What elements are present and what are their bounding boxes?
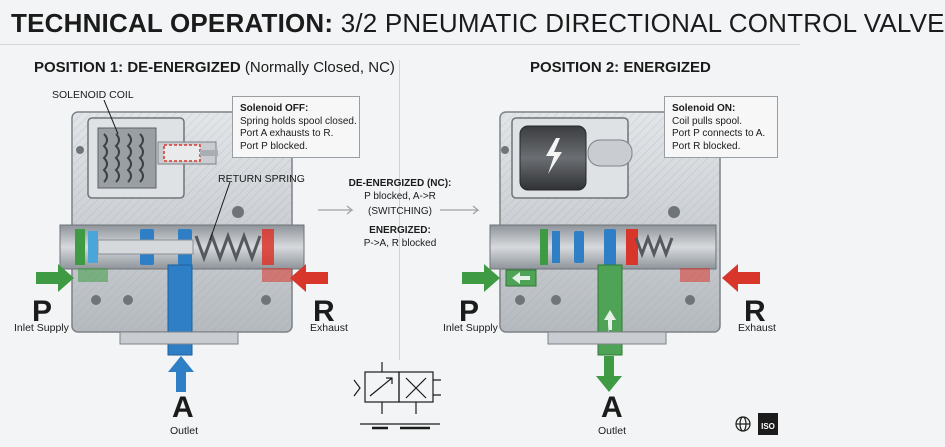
solenoid-leader	[103, 99, 119, 135]
arrow-r-right	[722, 264, 760, 292]
return-spring-label: RETURN SPRING	[218, 173, 305, 185]
note-right-line: Coil pulls spool.	[672, 115, 743, 127]
note-left-heading: Solenoid OFF:	[240, 103, 309, 114]
position2-heading-bold: POSITION 2: ENERGIZED	[530, 59, 711, 76]
arrow-a-left	[168, 356, 194, 392]
middle-switching: (SWITCHING)	[368, 206, 432, 217]
spool-land-right	[604, 229, 616, 265]
note-right: Solenoid ON: Coil pulls spool. Port P co…	[664, 96, 778, 158]
spool-seal-left-1	[75, 229, 85, 265]
arrow-p-right	[462, 264, 500, 292]
note-right-line: Port P connects to A.	[672, 128, 766, 139]
port-a-left-caption: Outlet	[170, 425, 199, 437]
return-spring-left	[194, 231, 262, 263]
svg-text:ISO: ISO	[761, 422, 775, 431]
spool-seal-left-2	[88, 231, 98, 263]
inlet-passage-left	[78, 268, 108, 282]
arrow-p-left	[36, 264, 74, 292]
spring-leader	[209, 181, 231, 241]
port-p-right-letter: P	[459, 295, 480, 328]
spool-bore-right	[489, 224, 717, 270]
solenoid-coil-label: SOLENOID COIL	[52, 89, 134, 101]
note-left: Solenoid OFF: Spring holds spool closed.…	[232, 96, 360, 158]
plunger-left	[163, 144, 201, 162]
valve-diagrams: ISO	[36, 99, 778, 435]
note-left-line: Spring holds spool closed.	[240, 115, 357, 127]
page-title: TECHNICAL OPERATION: 3/2 PNEUMATIC DIREC…	[11, 4, 945, 42]
iso-valve-symbol	[353, 362, 441, 430]
arrow-a-right	[596, 356, 622, 392]
port-a-right-caption: Outlet	[598, 425, 627, 437]
title-rule	[0, 44, 800, 45]
title-rest: 3/2 PNEUMATIC DIRECTIONAL CONTROL VALVE	[340, 8, 945, 38]
note-right-heading: Solenoid ON:	[672, 103, 736, 114]
mid-arrow-1	[318, 205, 354, 215]
port-r-right-caption: Exhaust	[738, 322, 776, 334]
note-left-line: Port P blocked.	[240, 140, 308, 152]
valve-left	[59, 111, 305, 356]
solenoid-coil-right	[519, 125, 587, 191]
spool-seal-right-1	[540, 229, 548, 265]
port-p-right-caption: Inlet Supply	[443, 322, 498, 334]
mid-arrow-2	[440, 205, 480, 215]
port-p-left-caption: Inlet Supply	[14, 322, 69, 334]
middle-deenergized: DE-ENERGIZED (NC): P blocked, A->R	[340, 177, 460, 203]
middle-energized: ENERGIZED: P->A, R blocked	[340, 224, 460, 250]
position2-heading: POSITION 2: ENERGIZED	[530, 58, 711, 78]
port-a-right-letter: A	[601, 391, 623, 424]
coil-winding-left	[102, 133, 144, 183]
port-r-right-letter: R	[744, 295, 766, 328]
port-p-left-letter: P	[32, 295, 53, 328]
iso-badge-icon: ISO	[758, 413, 778, 435]
globe-icon	[735, 416, 751, 432]
plunger-right	[587, 139, 633, 167]
center-divider	[399, 60, 400, 360]
middle-energized-text: P->A, R blocked	[363, 238, 437, 249]
port-r-left-letter: R	[313, 295, 335, 328]
arrow-r-left	[290, 264, 328, 292]
port-a-left-letter: A	[172, 391, 194, 424]
middle-deenergized-heading: DE-ENERGIZED (NC):	[348, 178, 452, 189]
title-bold: TECHNICAL OPERATION:	[11, 8, 334, 38]
note-left-line: Port A exhausts to R.	[240, 128, 334, 139]
exhaust-seat-right	[626, 229, 638, 265]
valve-right	[489, 111, 721, 356]
middle-deenergized-text: P blocked, A->R	[364, 191, 436, 202]
port-r-left-caption: Exhaust	[310, 322, 348, 334]
position1-heading: POSITION 1: DE-ENERGIZED (Normally Close…	[34, 58, 395, 78]
exhaust-seat-left	[262, 229, 274, 265]
note-right-line: Port R blocked.	[672, 140, 741, 152]
middle-energized-heading: ENERGIZED:	[369, 225, 431, 236]
position1-heading-bold: POSITION 1: DE-ENERGIZED	[34, 59, 241, 76]
position1-heading-rest: (Normally Closed, NC)	[244, 59, 395, 76]
exhaust-passage-left	[262, 268, 292, 282]
lightning-icon	[546, 138, 562, 174]
